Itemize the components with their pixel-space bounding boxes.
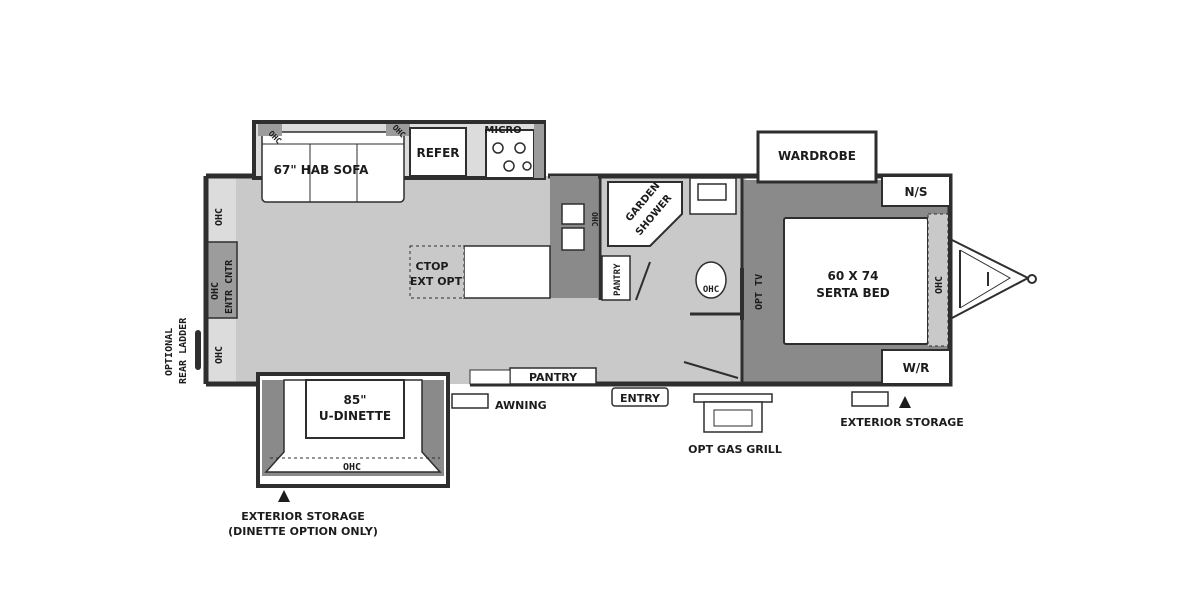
burner-icon	[492, 142, 504, 154]
entr-cntr-box	[206, 241, 238, 319]
gas-grill	[703, 401, 763, 433]
wr-box	[881, 349, 951, 385]
opt-tv-label: OPT TV	[754, 274, 765, 310]
triangle-marker-icon	[899, 396, 911, 408]
pantry-label: PANTRY	[529, 371, 578, 384]
bath-door	[635, 261, 651, 301]
bed-name-label: SERTA BED	[816, 286, 890, 300]
dinette-table	[305, 379, 405, 439]
ctop-label: CTOP	[416, 260, 449, 273]
ohc-label-bath: OHC	[703, 285, 719, 295]
awning-bracket	[451, 393, 489, 409]
dinette-name-label: U-DINETTE	[319, 409, 391, 423]
burner-icon	[503, 160, 515, 172]
gas-grill-label: OPT GAS GRILL	[688, 443, 782, 456]
wr-label: W/R	[903, 361, 930, 375]
ohc-label-rear-top: OHC	[214, 208, 225, 226]
hitch-coupler	[1027, 274, 1037, 284]
triangle-marker-icon	[278, 490, 290, 502]
wardrobe-label: WARDROBE	[778, 149, 856, 163]
rear-ladder	[195, 330, 201, 370]
gas-grill-mount	[693, 393, 773, 403]
nightstand-box	[881, 175, 951, 207]
ohc-entr-label: OHC	[210, 282, 221, 300]
burner-icon	[522, 161, 532, 171]
bath-door	[683, 361, 739, 379]
ohc-label-rear-bottom: OHC	[214, 346, 225, 364]
ns-label: N/S	[904, 185, 927, 199]
ext-storage-bracket	[851, 391, 889, 407]
entry-label: ENTRY	[620, 392, 661, 405]
ohc-label-kitchen: OHC	[590, 212, 599, 227]
rear-ladder-label: REAR LADDER	[178, 317, 189, 384]
entry-step	[611, 387, 669, 407]
toilet	[695, 261, 727, 299]
dinette-size-label: 85"	[344, 393, 367, 407]
bed-headboard-ohc	[927, 213, 949, 347]
ext-storage-left-note: (DINETTE OPTION ONLY)	[228, 525, 378, 538]
ctop-ext-label: EXT OPT	[410, 275, 463, 288]
garden-shower	[607, 181, 683, 247]
wardrobe-bumpout	[756, 130, 878, 184]
pantry-label-vertical: PANTRY	[613, 263, 623, 296]
ohc-label-dinette: OHC	[343, 462, 361, 473]
refer-box	[409, 127, 467, 177]
ohc-small-right	[386, 124, 410, 136]
sink-basin	[561, 227, 585, 251]
sink-basin	[561, 203, 585, 225]
ohc-small-left	[258, 124, 282, 136]
sofa-shape	[261, 131, 405, 203]
refer-label: REFER	[416, 146, 459, 160]
bed-size-label: 60 X 74	[827, 269, 878, 283]
bath-pantry	[601, 255, 631, 301]
optional-label: OPTIONAL	[164, 328, 175, 376]
island-counter	[463, 245, 551, 299]
entr-cntr-label: ENTR CNTR	[224, 259, 235, 314]
micro-label: MICRO	[484, 125, 521, 136]
burner-icon	[514, 142, 526, 154]
main-body-outline	[203, 173, 953, 387]
ext-storage-left-label: EXTERIOR STORAGE	[241, 510, 365, 523]
awning-label: AWNING	[495, 399, 547, 412]
ohc-label-bed: OHC	[934, 276, 945, 294]
ext-storage-right-label: EXTERIOR STORAGE	[840, 416, 964, 429]
ctop-ext	[409, 245, 465, 299]
hab-sofa-label: 67" HAB SOFA	[274, 163, 369, 177]
